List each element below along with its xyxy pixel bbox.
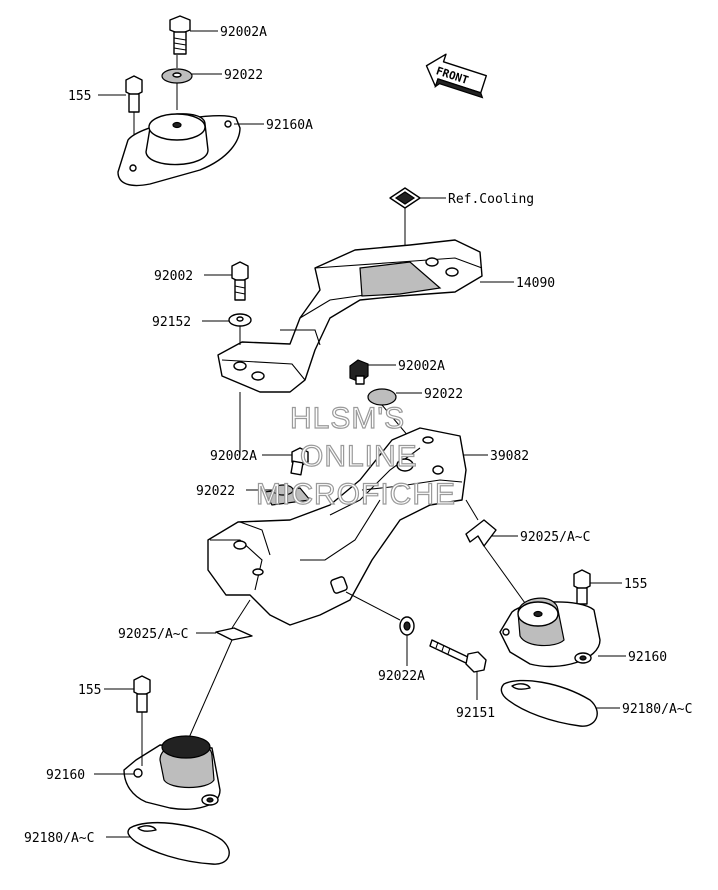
shim-92025-left xyxy=(215,627,253,641)
front-arrow-icon xyxy=(425,53,488,99)
label-92152: 92152 xyxy=(152,315,191,330)
svg-text:HLSM'S: HLSM'S xyxy=(290,402,405,435)
label-92022-left: 92022 xyxy=(196,484,235,499)
watermark: HLSM'S ONLINE MICROFICHE xyxy=(255,401,456,511)
bolt-92002 xyxy=(231,261,249,301)
label-155-left: 155 xyxy=(78,683,101,698)
label-92002A-left: 92002A xyxy=(210,449,257,464)
label-92025-right: 92025/A~C xyxy=(520,530,590,545)
label-92002: 92002 xyxy=(154,269,193,284)
washer-92022-top xyxy=(161,68,193,84)
washer-92022A xyxy=(399,616,415,636)
label-155-top: 155 xyxy=(68,89,91,104)
label-92160A: 92160A xyxy=(266,118,313,133)
bolt-92002A-mid xyxy=(349,359,369,385)
label-14090: 14090 xyxy=(516,276,555,291)
label-ref-cooling: Ref.Cooling xyxy=(448,192,534,207)
engine-mount-92160-right xyxy=(499,597,601,668)
label-92151: 92151 xyxy=(456,706,495,721)
plate-92180-left xyxy=(127,821,230,865)
engine-bracket-39082 xyxy=(207,427,467,626)
label-155-right: 155 xyxy=(624,577,647,592)
label-92022-top: 92022 xyxy=(224,68,263,83)
cooling-clip-icon xyxy=(389,187,421,209)
label-39082: 39082 xyxy=(490,449,529,464)
bolt-92151 xyxy=(429,639,487,673)
bolt-92002A-left xyxy=(290,447,309,476)
label-92002A-mid: 92002A xyxy=(398,359,445,374)
svg-text:ONLINE: ONLINE xyxy=(300,440,418,473)
label-92180-left: 92180/A~C xyxy=(24,831,94,846)
label-92160-right: 92160 xyxy=(628,650,667,665)
shim-92025-right xyxy=(465,519,497,547)
label-92002A-top: 92002A xyxy=(220,25,267,40)
label-92022A: 92022A xyxy=(378,669,425,684)
label-92025-left: 92025/A~C xyxy=(118,627,188,642)
bolt-155-right xyxy=(573,569,591,605)
bolt-155-left xyxy=(133,675,151,713)
plate-92180-right xyxy=(500,679,598,727)
washer-92152 xyxy=(228,313,252,327)
label-92180-right: 92180/A~C xyxy=(622,702,692,717)
engine-mount-92160A xyxy=(117,113,241,187)
label-92022-mid: 92022 xyxy=(424,387,463,402)
bracket-14090 xyxy=(217,239,483,393)
bolt-92002A-top xyxy=(169,15,191,55)
label-92160-left: 92160 xyxy=(46,768,85,783)
svg-text:MICROFICHE: MICROFICHE xyxy=(256,478,456,511)
engine-mount-92160-left xyxy=(123,735,221,810)
